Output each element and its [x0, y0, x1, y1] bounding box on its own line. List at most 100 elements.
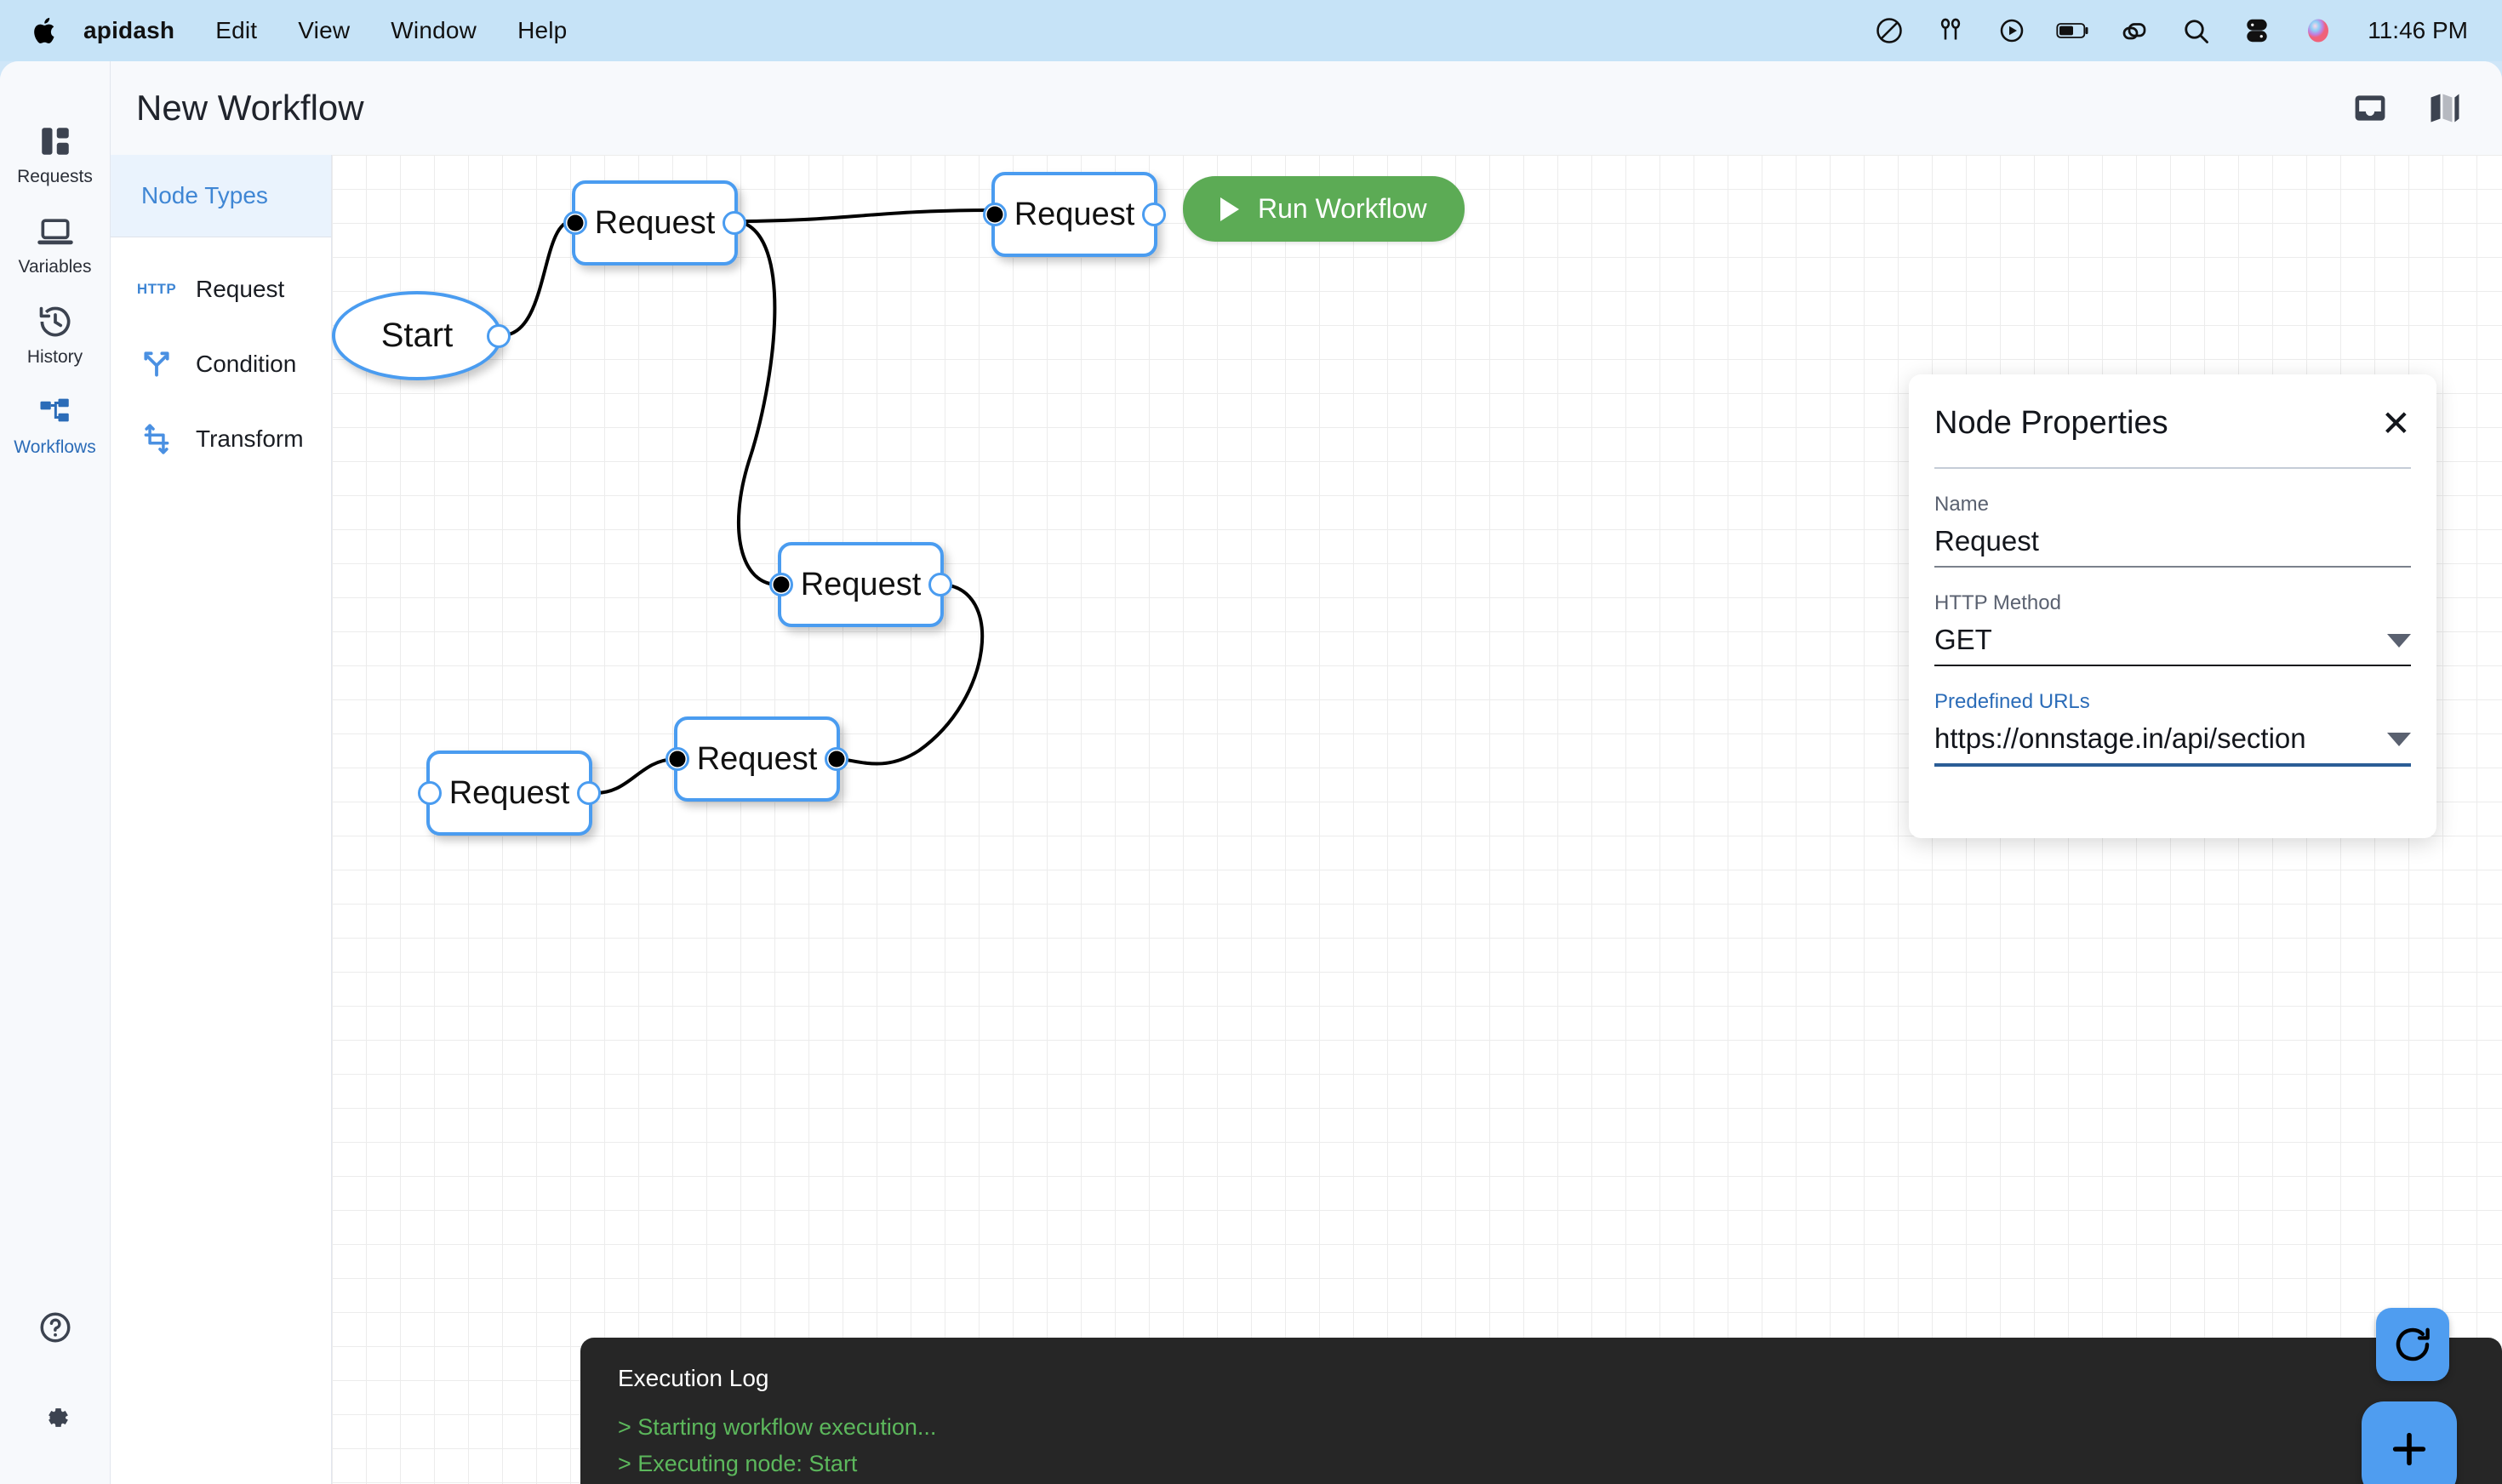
canvas-node-label: Request — [1014, 196, 1135, 232]
screen-mirroring-icon[interactable] — [2117, 14, 2151, 48]
plus-icon — [2392, 1432, 2426, 1466]
add-fab[interactable] — [2362, 1401, 2457, 1484]
field-underline — [1934, 566, 2411, 568]
node-type-request[interactable]: HTTP Request — [111, 252, 331, 327]
node-output-port[interactable] — [928, 573, 952, 596]
canvas-node-request-5[interactable]: Request — [418, 751, 601, 836]
node-output-port[interactable] — [577, 781, 601, 805]
field-name: Name Request — [1934, 493, 2411, 568]
primary-nav-rail: Requests Variables History Workflows — [0, 61, 111, 1484]
log-line: > Executing node: Start — [618, 1450, 858, 1476]
menu-apidash[interactable]: apidash — [83, 17, 175, 43]
divider — [1934, 467, 2411, 469]
dashboard-icon — [35, 121, 76, 162]
node-input-port[interactable] — [418, 781, 442, 805]
now-playing-icon[interactable] — [1995, 14, 2029, 48]
canvas-node-request-1[interactable]: Request — [563, 180, 746, 265]
canvas-node-label: Request — [594, 204, 716, 241]
name-input[interactable]: Request — [1934, 525, 2039, 556]
canvas-node-request-2[interactable]: Request — [983, 172, 1166, 257]
help-circle-icon[interactable] — [35, 1307, 76, 1348]
node-output-port[interactable] — [1142, 203, 1166, 226]
workflow-header: New Workflow — [111, 61, 2502, 155]
chevron-down-icon[interactable] — [2387, 733, 2411, 746]
close-icon[interactable]: ✕ — [2380, 402, 2411, 443]
app-window: Requests Variables History Workflows — [0, 61, 2502, 1484]
node-types-list: HTTP Request Condition Transform — [111, 237, 331, 477]
sidebar-item-variables[interactable]: Variables — [0, 211, 111, 277]
field-label-name: Name — [1934, 493, 1990, 516]
execution-log-title: Execution Log — [618, 1365, 769, 1391]
menu-edit[interactable]: Edit — [215, 17, 258, 43]
node-type-condition[interactable]: Condition — [111, 327, 331, 402]
menu-help[interactable]: Help — [517, 17, 568, 43]
branch-icon — [140, 347, 174, 381]
http-method-select-value[interactable]: GET — [1934, 624, 1992, 655]
map-icon[interactable] — [2425, 88, 2465, 128]
menu-window[interactable]: Window — [391, 17, 477, 43]
node-input-port[interactable] — [665, 747, 689, 771]
battery-icon[interactable] — [2056, 14, 2090, 48]
node-input-port[interactable] — [769, 573, 793, 596]
canvas-node-request-4[interactable]: Request — [665, 716, 848, 802]
sidebar-label-variables: Variables — [18, 257, 92, 277]
laptop-icon — [35, 211, 76, 252]
log-line: > Starting workflow execution... — [618, 1414, 937, 1440]
run-workflow-label: Run Workflow — [1258, 193, 1427, 224]
workflow-nodes-icon — [35, 391, 76, 432]
field-http-method: HTTP Method GET — [1934, 591, 2411, 666]
node-properties-panel: Node Properties ✕ Name Request HTTP Meth… — [1909, 374, 2436, 838]
refresh-icon — [2396, 1327, 2430, 1361]
tab-node-types[interactable]: Node Types — [111, 155, 331, 237]
node-type-label-condition: Condition — [196, 351, 297, 377]
sidebar-label-history: History — [26, 347, 83, 367]
node-output-port[interactable] — [723, 211, 746, 235]
node-properties-title: Node Properties — [1934, 405, 2168, 441]
field-underline — [1934, 665, 2411, 666]
node-output-port[interactable] — [487, 323, 511, 348]
workflow-canvas[interactable]: Start Request Request Request Request — [332, 155, 2502, 1484]
canvas-node-label: Request — [696, 740, 818, 777]
sidebar-item-workflows[interactable]: Workflows — [0, 391, 111, 458]
control-center-icon[interactable] — [2240, 14, 2274, 48]
run-workflow-button[interactable]: Run Workflow — [1183, 176, 1465, 242]
node-type-label-transform: Transform — [196, 425, 304, 452]
node-type-transform[interactable]: Transform — [111, 402, 331, 477]
node-input-port[interactable] — [563, 211, 587, 235]
node-type-label-request: Request — [196, 276, 285, 302]
node-output-port[interactable] — [825, 747, 848, 771]
canvas-node-start[interactable]: Start — [332, 291, 511, 380]
macos-menubar: apidash Edit View Window Help 11:46 PM — [0, 0, 2502, 61]
apple-logo-icon[interactable] — [29, 14, 63, 48]
panel-toggle-icon[interactable] — [2351, 88, 2390, 128]
siri-icon[interactable] — [2301, 14, 2335, 48]
chevron-down-icon[interactable] — [2387, 634, 2411, 648]
canvas-node-label: Start — [380, 317, 454, 354]
field-predefined-urls: Predefined URLs https://onnstage.in/api/… — [1934, 690, 2411, 767]
sidebar-item-requests[interactable]: Requests — [0, 121, 111, 187]
sidebar-label-requests: Requests — [17, 167, 93, 186]
airpods-icon[interactable] — [1934, 14, 1968, 48]
canvas-node-label: Request — [448, 774, 570, 811]
search-icon[interactable] — [2179, 14, 2213, 48]
canvas-node-request-3[interactable]: Request — [769, 542, 952, 627]
rail-bottom-group — [35, 1307, 76, 1484]
creative-cloud-icon[interactable] — [1872, 14, 1906, 48]
execution-log-panel[interactable]: Execution Log > Starting workflow execut… — [580, 1338, 2502, 1484]
page-title: New Workflow — [136, 88, 364, 128]
field-underline — [1934, 763, 2411, 767]
node-input-port[interactable] — [983, 203, 1007, 226]
http-badge-icon: HTTP — [136, 281, 177, 297]
settings-gear-icon[interactable] — [35, 1397, 76, 1438]
play-icon — [1220, 197, 1239, 221]
field-label-http-method: HTTP Method — [1934, 591, 2061, 614]
node-types-panel: Node Types HTTP Request Condition Transf… — [111, 155, 332, 1484]
history-clock-icon — [35, 301, 76, 342]
refresh-fab[interactable] — [2376, 1308, 2449, 1381]
predefined-urls-select-value[interactable]: https://onnstage.in/api/section — [1934, 722, 2306, 754]
sidebar-item-history[interactable]: History — [0, 301, 111, 368]
canvas-node-label: Request — [800, 566, 922, 602]
sidebar-label-workflows: Workflows — [14, 437, 96, 457]
menu-view[interactable]: View — [298, 17, 351, 43]
menubar-clock: 11:46 PM — [2368, 17, 2468, 43]
